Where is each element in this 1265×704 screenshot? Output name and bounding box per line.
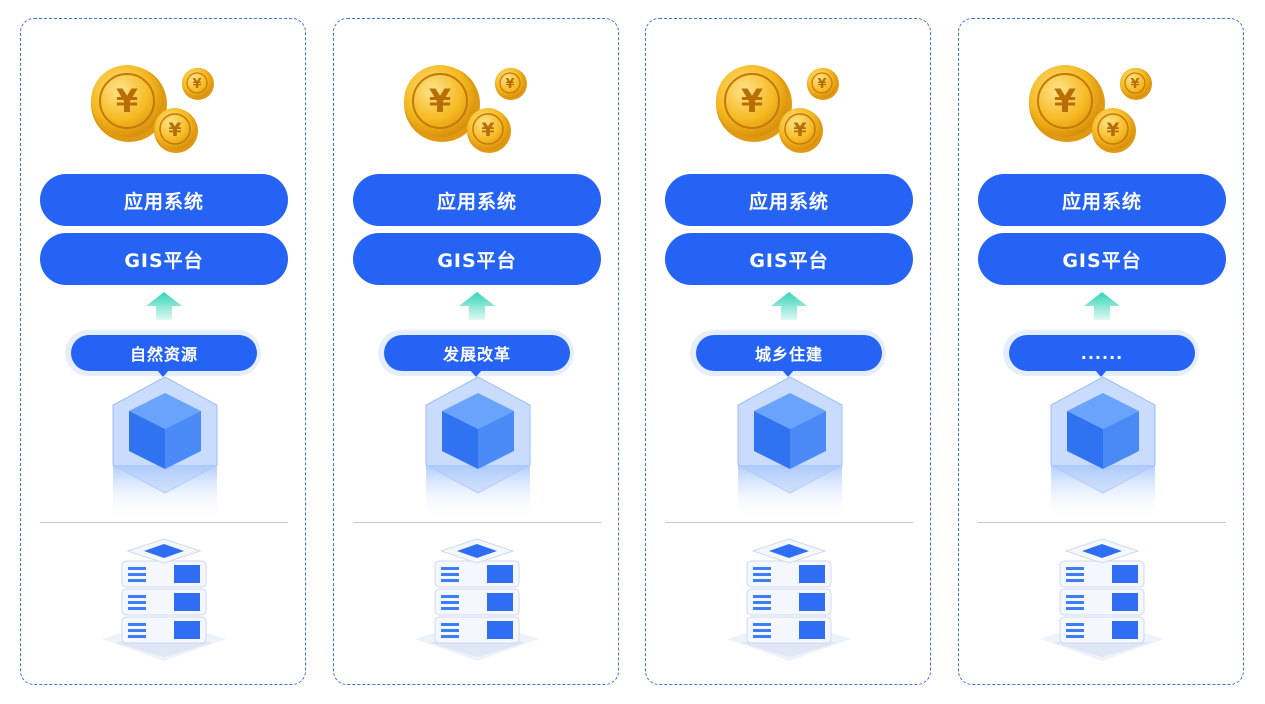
svg-text:¥: ¥ — [429, 82, 451, 120]
divider-line — [353, 522, 601, 523]
domain-label: 自然资源 — [71, 335, 257, 371]
svg-text:¥: ¥ — [192, 77, 201, 92]
svg-text:¥: ¥ — [481, 119, 494, 141]
data-cube-icon — [425, 376, 531, 519]
yuan-coins-icon: ¥ ¥ ¥ — [1029, 65, 1152, 153]
domain-pointer — [782, 370, 794, 377]
svg-text:¥: ¥ — [793, 119, 806, 141]
column-development-reform: ¥ ¥ ¥ 应用系统 GIS平台 发展改革 — [333, 18, 619, 685]
svg-text:¥: ¥ — [741, 82, 763, 120]
up-arrow-icon — [1084, 292, 1120, 320]
svg-text:¥: ¥ — [1054, 82, 1076, 120]
svg-text:¥: ¥ — [168, 119, 181, 141]
yuan-coins-icon: ¥ ¥ ¥ — [91, 65, 214, 153]
divider-line — [40, 522, 288, 523]
svg-text:¥: ¥ — [116, 82, 138, 120]
server-stack-icon — [415, 538, 539, 661]
divider-line — [665, 522, 913, 523]
up-arrow-icon — [146, 292, 182, 320]
up-arrow-icon — [459, 292, 495, 320]
domain-tag: 发展改革 — [378, 330, 574, 377]
domain-tag: ...... — [1003, 330, 1199, 377]
svg-text:¥: ¥ — [1106, 119, 1119, 141]
gis-platform-label: GIS平台 — [978, 233, 1226, 285]
server-stack-icon — [727, 538, 851, 661]
divider-line — [978, 522, 1226, 523]
server-stack-icon — [1040, 538, 1164, 661]
column-more-domains: ¥ ¥ ¥ 应用系统 GIS平台 ...... — [958, 18, 1244, 685]
application-system-label: 应用系统 — [665, 174, 913, 226]
application-system-label: 应用系统 — [353, 174, 601, 226]
column-urban-rural-construction: ¥ ¥ ¥ 应用系统 GIS平台 城乡住建 — [645, 18, 931, 685]
domain-pointer — [157, 370, 169, 377]
application-system-label: 应用系统 — [40, 174, 288, 226]
server-stack-icon — [102, 538, 226, 661]
domain-pointer — [1095, 370, 1107, 377]
data-cube-icon — [1050, 376, 1156, 519]
data-cube-icon — [112, 376, 218, 519]
gis-platform-label: GIS平台 — [40, 233, 288, 285]
data-cube-icon — [737, 376, 843, 519]
column-natural-resources: ¥ ¥ ¥ 应用系统 GIS平台 自然资源 — [20, 18, 306, 685]
gis-platform-label: GIS平台 — [353, 233, 601, 285]
svg-text:¥: ¥ — [505, 77, 514, 92]
yuan-coins-icon: ¥ ¥ ¥ — [716, 65, 839, 153]
domain-label: 发展改革 — [384, 335, 570, 371]
domain-pointer — [470, 370, 482, 377]
gis-platform-label: GIS平台 — [665, 233, 913, 285]
up-arrow-icon — [771, 292, 807, 320]
svg-text:¥: ¥ — [817, 77, 826, 92]
domain-label: 城乡住建 — [696, 335, 882, 371]
application-system-label: 应用系统 — [978, 174, 1226, 226]
domain-label: ...... — [1009, 335, 1195, 371]
svg-text:¥: ¥ — [1130, 77, 1139, 92]
domain-tag: 自然资源 — [65, 330, 261, 377]
yuan-coins-icon: ¥ ¥ ¥ — [404, 65, 527, 153]
domain-tag: 城乡住建 — [690, 330, 886, 377]
